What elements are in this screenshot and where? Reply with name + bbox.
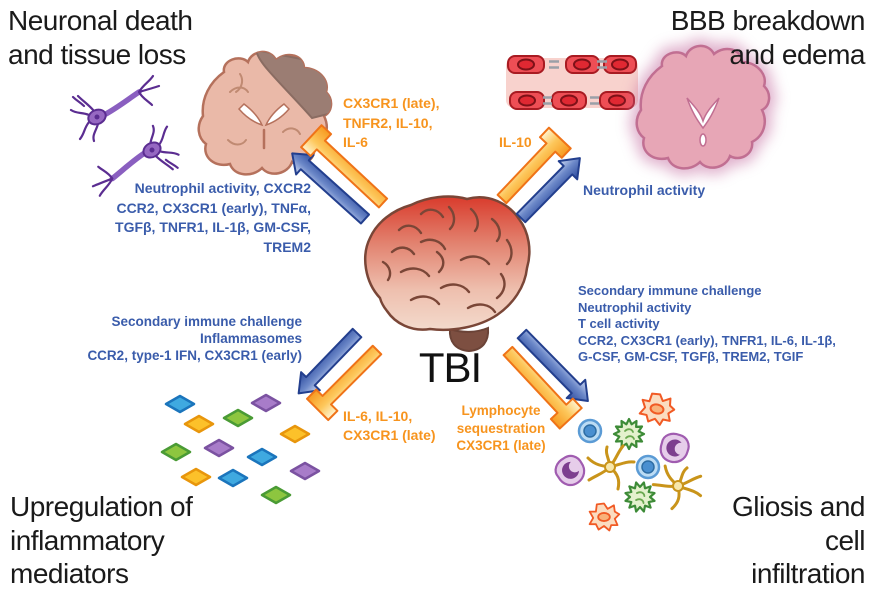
title-gliosis-infiltration: Gliosis and cell infiltration: [731, 491, 866, 590]
tbi-brain-icon: [364, 195, 531, 353]
promote-arrow-top-left: [291, 152, 371, 225]
promoting-factors-bottom-left: Secondary immune challenge Inflammasomes…: [87, 314, 302, 364]
monocyte-icon: [656, 429, 693, 467]
title-neuronal-death: Neuronal death and tissue loss: [8, 5, 193, 70]
lymphocyte-icon: [635, 454, 661, 480]
inhibiting-factors-bottom-left: IL-6, IL-10, CX3CR1 (late): [343, 408, 436, 443]
inhibit-arrow-bottom-left: [305, 344, 383, 422]
inhibit-arrow-top-left: [300, 124, 389, 209]
blood-vessel-icon: [506, 55, 638, 110]
monocyte-icon: [550, 450, 591, 492]
tight-junction-icons: [543, 60, 607, 105]
injured-brain-section-icon: [197, 50, 333, 176]
macrophage-icon: [637, 390, 678, 429]
astrocyte-icon: [586, 444, 636, 491]
inhibiting-factors-top-right: IL-10: [499, 134, 532, 150]
inhibiting-factors-bottom-right: Lymphocyte sequestration CX3CR1 (late): [456, 403, 546, 453]
promote-arrow-top-right: [515, 157, 581, 224]
promote-arrow-bottom-right: [516, 328, 589, 403]
title-bbb-breakdown: BBB breakdown and edema: [670, 5, 866, 70]
edema-brain-icon: [637, 46, 769, 168]
title-upregulation-mediators: Upregulation of inflammatory mediators: [10, 491, 193, 590]
promoting-factors-top-left: Neutrophil activity, CXCR2 CCR2, CX3CR1 …: [115, 180, 311, 255]
inhibit-arrow-top-right: [496, 126, 572, 205]
lymphocyte-icon: [577, 418, 603, 444]
mediator-diamond-icons: [160, 393, 321, 505]
center-tbi-label: TBI: [418, 344, 482, 391]
promoting-factors-top-right: Neutrophil activity: [583, 182, 706, 198]
macrophage-icon: [588, 502, 621, 532]
microglia-icon: [612, 417, 646, 451]
promote-arrow-bottom-left: [297, 327, 363, 395]
inhibiting-factors-top-left: CX3CR1 (late), TNFR2, IL-10, IL-6: [343, 95, 440, 150]
inhibit-arrow-bottom-right: [502, 345, 583, 430]
promoting-factors-bottom-right: Secondary immune challenge Neutrophil ac…: [578, 283, 836, 365]
